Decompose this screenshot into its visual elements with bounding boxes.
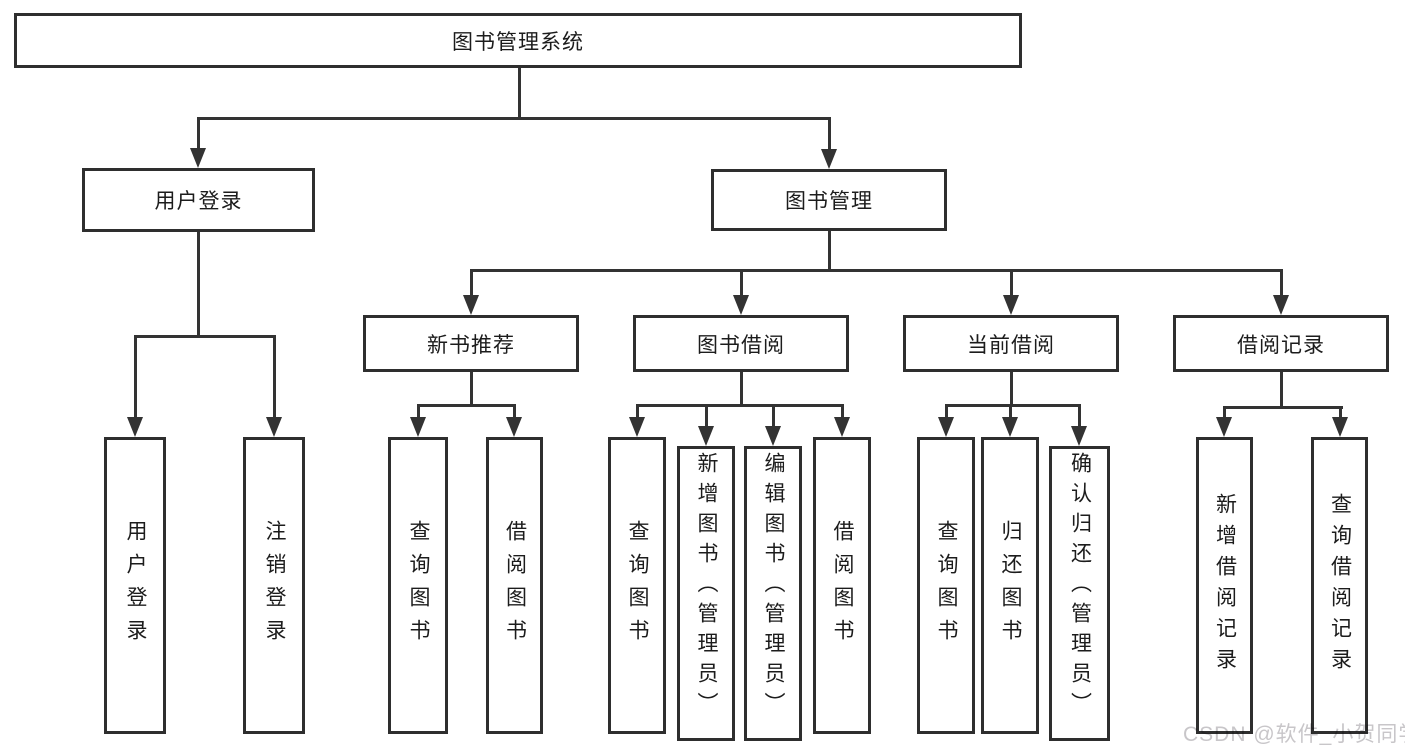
arrow-down-icon xyxy=(629,417,645,437)
connector-line xyxy=(1010,269,1013,297)
root-node-label: 图书管理系统 xyxy=(452,30,584,54)
connector-line xyxy=(518,68,521,118)
arrow-down-icon xyxy=(410,417,426,437)
connector-line xyxy=(1280,269,1283,297)
leaf-add-book-admin: 新增图书（管理员） xyxy=(677,446,735,741)
connector-line xyxy=(417,404,420,418)
node-book-management-label: 图书管理 xyxy=(785,190,873,213)
connector-line xyxy=(470,269,473,297)
connector-line xyxy=(828,231,831,271)
arrow-down-icon xyxy=(1071,426,1087,446)
arrow-down-icon xyxy=(1273,295,1289,315)
arrow-down-icon xyxy=(463,295,479,315)
arrow-down-icon xyxy=(733,295,749,315)
leaf-query-books-2: 查询图书 xyxy=(608,437,666,734)
connector-line xyxy=(134,335,137,417)
leaf-query-borrow-record-label: 查询借阅记录 xyxy=(1328,492,1352,679)
connector-line xyxy=(134,335,276,338)
leaf-query-books-2-label: 查询图书 xyxy=(626,519,649,652)
leaf-add-borrow-record: 新增借阅记录 xyxy=(1196,437,1253,734)
connector-line xyxy=(945,404,948,418)
csdn-watermark: CSDN @软件_小贺同学 xyxy=(1183,723,1405,746)
leaf-query-books-3: 查询图书 xyxy=(917,437,975,734)
connector-line xyxy=(705,404,708,427)
leaf-confirm-return-admin: 确认归还（管理员） xyxy=(1049,446,1110,741)
connector-line xyxy=(772,404,775,427)
node-current-borrow: 当前借阅 xyxy=(903,315,1119,372)
connector-line xyxy=(1280,372,1283,409)
leaf-add-book-admin-label: 新增图书（管理员） xyxy=(695,452,718,722)
arrow-down-icon xyxy=(1003,295,1019,315)
connector-line xyxy=(273,335,276,417)
connector-line xyxy=(417,404,516,407)
arrow-down-icon xyxy=(938,417,954,437)
leaf-query-books-1: 查询图书 xyxy=(388,437,448,734)
node-book-borrow-label: 图书借阅 xyxy=(697,333,785,357)
connector-line xyxy=(1009,404,1012,418)
arrow-down-icon xyxy=(506,417,522,437)
leaf-user-login: 用户登录 xyxy=(104,437,166,734)
connector-line xyxy=(945,404,1081,407)
connector-line xyxy=(841,404,844,418)
node-new-book-recommend-label: 新书推荐 xyxy=(427,333,515,357)
connector-line xyxy=(636,404,639,418)
connector-line xyxy=(636,404,843,407)
node-borrow-records-label: 借阅记录 xyxy=(1237,333,1325,357)
leaf-return-books-label: 归还图书 xyxy=(999,519,1022,652)
arrow-down-icon xyxy=(190,148,206,168)
arrow-down-icon xyxy=(834,417,850,437)
connector-line xyxy=(197,117,200,150)
leaf-add-borrow-record-label: 新增借阅记录 xyxy=(1213,492,1237,679)
connector-line xyxy=(1339,406,1342,418)
connector-line xyxy=(1010,372,1013,407)
arrow-down-icon xyxy=(698,426,714,446)
arrow-down-icon xyxy=(1332,417,1348,437)
node-user-login: 用户登录 xyxy=(82,168,315,232)
node-book-borrow: 图书借阅 xyxy=(633,315,849,372)
arrow-down-icon xyxy=(1216,417,1232,437)
connector-line xyxy=(1078,404,1081,427)
connector-line xyxy=(828,117,831,150)
leaf-borrow-books-1: 借阅图书 xyxy=(486,437,543,734)
arrow-down-icon xyxy=(765,426,781,446)
connector-line xyxy=(470,269,1282,272)
connector-line xyxy=(1223,406,1226,418)
connector-line xyxy=(513,404,516,418)
leaf-edit-book-admin: 编辑图书（管理员） xyxy=(744,446,802,741)
node-borrow-records: 借阅记录 xyxy=(1173,315,1389,372)
leaf-borrow-books-1-label: 借阅图书 xyxy=(503,519,527,652)
root-node: 图书管理系统 xyxy=(14,13,1022,68)
connector-line xyxy=(1223,406,1343,409)
arrow-down-icon xyxy=(1002,417,1018,437)
connector-line xyxy=(740,269,743,297)
leaf-borrow-books-2: 借阅图书 xyxy=(813,437,871,734)
arrow-down-icon xyxy=(266,417,282,437)
leaf-edit-book-admin-label: 编辑图书（管理员） xyxy=(762,452,785,722)
leaf-query-books-1-label: 查询图书 xyxy=(407,519,430,652)
node-user-login-label: 用户登录 xyxy=(154,190,243,213)
leaf-logout: 注销登录 xyxy=(243,437,305,734)
leaf-logout-label: 注销登录 xyxy=(263,519,286,652)
leaf-user-login-label: 用户登录 xyxy=(124,519,147,652)
leaf-confirm-return-admin-label: 确认归还（管理员） xyxy=(1068,452,1092,722)
leaf-borrow-books-2-label: 借阅图书 xyxy=(831,519,854,652)
leaf-query-borrow-record: 查询借阅记录 xyxy=(1311,437,1368,734)
connector-line xyxy=(740,372,743,407)
leaf-query-books-3-label: 查询图书 xyxy=(935,519,958,652)
node-current-borrow-label: 当前借阅 xyxy=(967,333,1055,357)
connector-line xyxy=(470,372,473,407)
arrow-down-icon xyxy=(821,149,837,169)
arrow-down-icon xyxy=(127,417,143,437)
node-new-book-recommend: 新书推荐 xyxy=(363,315,579,372)
leaf-return-books: 归还图书 xyxy=(981,437,1039,734)
node-book-management: 图书管理 xyxy=(711,169,947,231)
connector-line xyxy=(197,117,831,120)
connector-line xyxy=(197,232,200,337)
